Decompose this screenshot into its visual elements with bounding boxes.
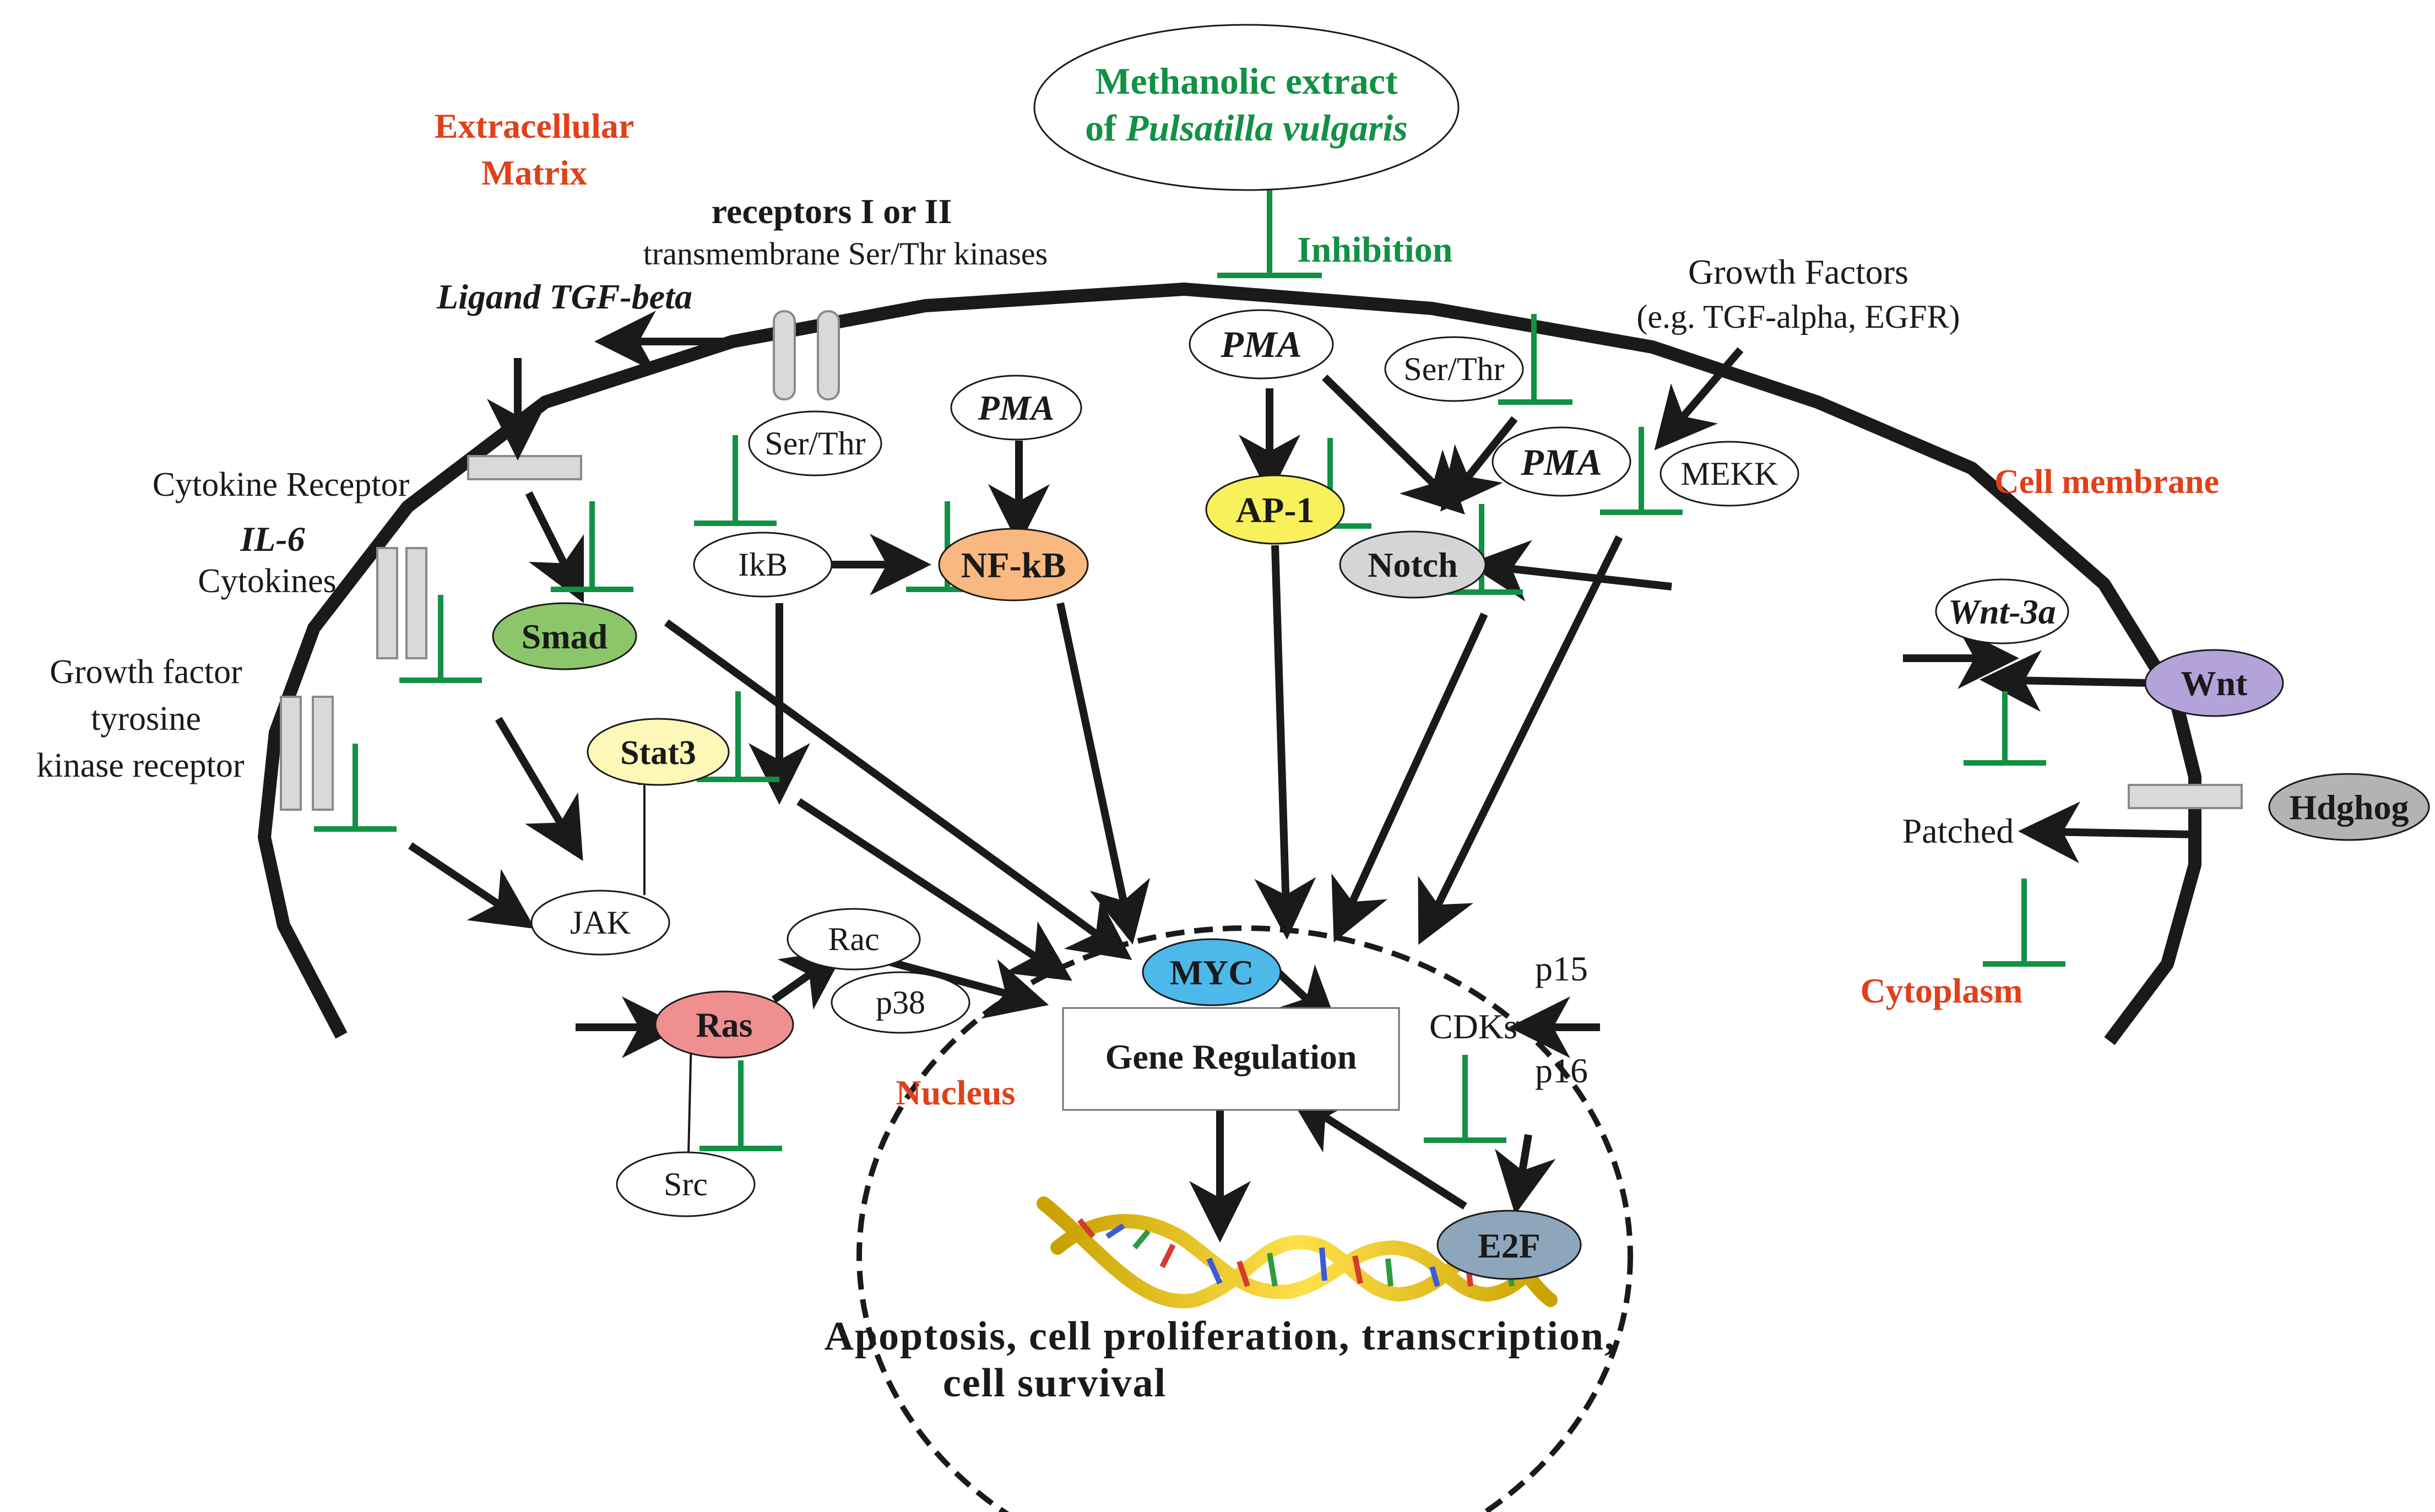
wnt3a-label: Wnt-3a	[1948, 592, 2056, 631]
activation-arrows	[408, 311, 2195, 1243]
p38-label: p38	[876, 984, 925, 1021]
notch-node	[1339, 530, 1487, 599]
receptors-line2: transmembrane Ser/Thr kinases	[643, 236, 1048, 272]
rac-label: Rac	[828, 921, 879, 957]
jak-label: JAK	[570, 904, 631, 941]
p15-label: p15	[1535, 949, 1588, 988]
stat3-node	[587, 718, 730, 786]
gene-regulation-box	[1062, 1007, 1400, 1111]
hdghog-label: Hdghog	[2290, 788, 2409, 827]
ser-thr-right-node	[1384, 336, 1524, 402]
hdghog-node	[2268, 773, 2430, 841]
ser-thr-left-node	[748, 410, 882, 476]
nfkb-node	[938, 528, 1089, 601]
myc-label: MYC	[1170, 953, 1254, 992]
ser-thr-left-label: Ser/Thr	[764, 425, 865, 462]
wnt3a-node	[1935, 578, 2069, 644]
ikb-label: IkB	[738, 546, 788, 583]
myc-node	[1142, 938, 1282, 1006]
growth-factors-line2: (e.g. TGF-alpha, EGFR)	[1636, 299, 1960, 335]
ikb-node	[693, 532, 833, 598]
stat3-label: Stat3	[620, 734, 696, 772]
patched-label: Patched	[1902, 811, 2014, 850]
pma-right-label: PMA	[1520, 441, 1602, 483]
ap1-label: AP-1	[1236, 490, 1315, 530]
pma-right-node	[1492, 426, 1631, 497]
pma-center-node	[950, 375, 1082, 441]
e2f-node	[1436, 1210, 1582, 1280]
gf-tk-line1: Growth factor	[50, 653, 242, 691]
growth-factors-line1: Growth Factors	[1688, 252, 1908, 291]
thin-arrows	[638, 772, 698, 1155]
wnt-label: Wnt	[2181, 664, 2248, 703]
receptor-bars	[280, 310, 2243, 811]
ap1-node	[1205, 474, 1345, 545]
cytoplasm-label: Cytoplasm	[1860, 971, 2022, 1010]
cdks-label: CDKs	[1429, 1007, 1517, 1046]
ecm-line1: Extracellular	[435, 106, 634, 145]
jak-node	[530, 890, 670, 956]
extract-line1: Methanolic extract	[1095, 60, 1398, 102]
e2f-label: E2F	[1478, 1226, 1541, 1265]
nucleus-label: Nucleus	[896, 1073, 1016, 1112]
text-labels: Extracellular Matrix receptors I or II t…	[37, 106, 2220, 1112]
pathway-nodes: Ser/Thr Ser/Thr PMA PMA PMA MEKK IkB NF-…	[492, 309, 2430, 1280]
extract-line2: of Pulsatilla vulgaris	[1085, 107, 1408, 149]
il6-label: IL-6	[240, 519, 305, 559]
p16-label: p16	[1535, 1051, 1588, 1090]
pma-center-label: PMA	[978, 388, 1055, 427]
ligand-label: Ligand TGF-beta	[436, 277, 692, 316]
extract-ellipse	[1033, 24, 1460, 191]
rac-node	[787, 908, 921, 971]
src-label: Src	[664, 1166, 708, 1202]
ecm-line2: Matrix	[481, 153, 587, 192]
wnt-node	[2144, 649, 2284, 717]
gf-tk-line3: kinase receptor	[37, 747, 245, 784]
ras-label: Ras	[696, 1005, 752, 1044]
smad-label: Smad	[522, 617, 608, 656]
notch-label: Notch	[1368, 545, 1458, 584]
gf-tk-line2: tyrosine	[91, 700, 201, 738]
pma-top-label: PMA	[1220, 323, 1301, 365]
pma-top-node	[1189, 309, 1334, 380]
p38-node	[831, 971, 970, 1034]
cytokine-receptor-label: Cytokine Receptor	[153, 466, 410, 503]
ras-node	[654, 990, 794, 1059]
smad-node	[492, 602, 637, 670]
cell-membrane-label: Cell membrane	[1994, 463, 2219, 501]
outcome-line2: cell survival	[943, 1361, 1167, 1406]
gene-regulation-label: Gene Regulation	[1105, 1037, 1357, 1076]
nucleus-envelope	[856, 925, 1633, 1512]
outcome-line1: Apoptosis, cell proliferation, transcrip…	[824, 1314, 1615, 1359]
nfkb-label: NF-kB	[961, 545, 1066, 586]
mekk-label: MEKK	[1681, 456, 1778, 492]
ser-thr-right-label: Ser/Thr	[1403, 351, 1504, 387]
mekk-node	[1660, 441, 1799, 507]
inhibition-label: Inhibition	[1297, 230, 1453, 270]
cytokines-label: Cytokines	[198, 562, 336, 600]
inhibition-symbols	[314, 187, 2065, 1151]
src-node	[616, 1151, 756, 1217]
receptors-line1: receptors I or II	[712, 192, 952, 231]
